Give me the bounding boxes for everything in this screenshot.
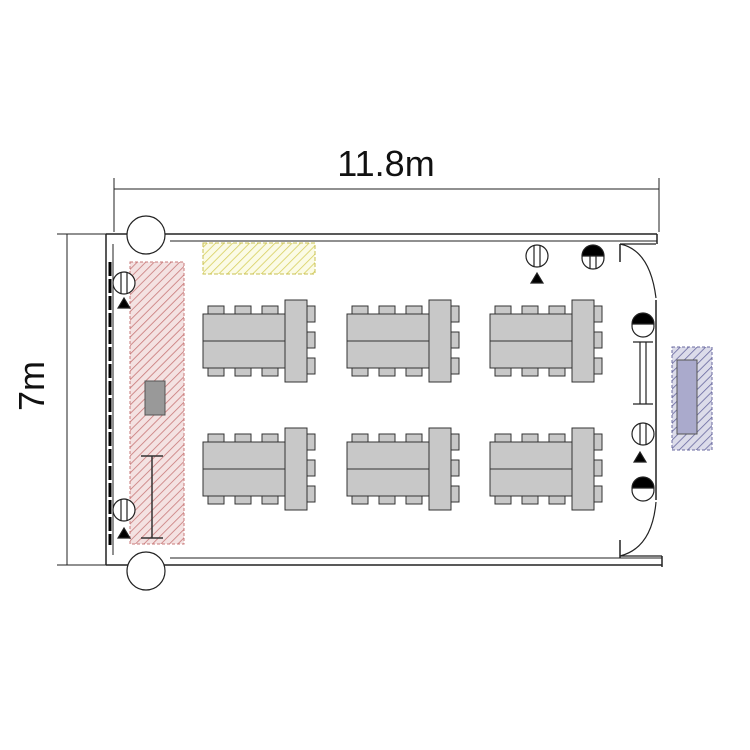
chair bbox=[306, 331, 316, 349]
chair bbox=[207, 433, 225, 443]
height-dimension: 7m bbox=[11, 233, 106, 566]
chair bbox=[494, 367, 512, 377]
chair bbox=[306, 357, 316, 375]
chair bbox=[521, 305, 539, 315]
chair bbox=[450, 433, 460, 451]
chair bbox=[207, 367, 225, 377]
chair bbox=[593, 485, 603, 503]
chair bbox=[450, 305, 460, 323]
chair bbox=[521, 495, 539, 505]
stage-area bbox=[129, 261, 185, 545]
chair bbox=[306, 433, 316, 451]
screen-icon[interactable] bbox=[141, 455, 163, 539]
chair bbox=[234, 495, 252, 505]
yellow-zone bbox=[202, 242, 316, 275]
chair bbox=[261, 433, 279, 443]
reception-desk bbox=[671, 346, 713, 451]
chair bbox=[378, 433, 396, 443]
chair bbox=[207, 495, 225, 505]
chair bbox=[405, 433, 423, 443]
chair bbox=[261, 367, 279, 377]
chair bbox=[521, 433, 539, 443]
table-groups bbox=[202, 299, 603, 511]
chair bbox=[234, 305, 252, 315]
chair bbox=[351, 367, 369, 377]
chair bbox=[351, 433, 369, 443]
table bbox=[571, 299, 595, 383]
chair bbox=[548, 433, 566, 443]
chair bbox=[306, 485, 316, 503]
pillar-icon bbox=[126, 215, 166, 591]
chair bbox=[494, 305, 512, 315]
chair bbox=[548, 495, 566, 505]
chair bbox=[378, 495, 396, 505]
table bbox=[284, 299, 308, 383]
chair bbox=[593, 357, 603, 375]
chair bbox=[378, 367, 396, 377]
podium-icon[interactable] bbox=[144, 380, 166, 416]
door-icon[interactable] bbox=[619, 243, 662, 557]
chair bbox=[207, 305, 225, 315]
chair bbox=[450, 357, 460, 375]
width-label: 11.8m bbox=[337, 143, 434, 184]
chair bbox=[306, 305, 316, 323]
chair bbox=[261, 495, 279, 505]
chair bbox=[405, 367, 423, 377]
width-dimension: 11.8m bbox=[113, 143, 660, 232]
table bbox=[284, 427, 308, 511]
table bbox=[571, 427, 595, 511]
chair bbox=[261, 305, 279, 315]
room-walls bbox=[105, 233, 663, 567]
chair bbox=[593, 305, 603, 323]
table bbox=[428, 299, 452, 383]
chair bbox=[593, 433, 603, 451]
chair bbox=[521, 367, 539, 377]
chair bbox=[450, 485, 460, 503]
chair bbox=[450, 331, 460, 349]
chair bbox=[450, 459, 460, 477]
speaker-icon bbox=[112, 244, 655, 539]
table bbox=[428, 427, 452, 511]
chair bbox=[234, 367, 252, 377]
chair bbox=[351, 305, 369, 315]
chair bbox=[306, 459, 316, 477]
chair bbox=[548, 367, 566, 377]
chair bbox=[593, 459, 603, 477]
chair bbox=[378, 305, 396, 315]
height-label: 7m bbox=[11, 361, 52, 411]
chair bbox=[405, 305, 423, 315]
chair bbox=[405, 495, 423, 505]
chair bbox=[548, 305, 566, 315]
chair bbox=[593, 331, 603, 349]
chair bbox=[234, 433, 252, 443]
chair bbox=[494, 495, 512, 505]
chair bbox=[494, 433, 512, 443]
chair bbox=[351, 495, 369, 505]
